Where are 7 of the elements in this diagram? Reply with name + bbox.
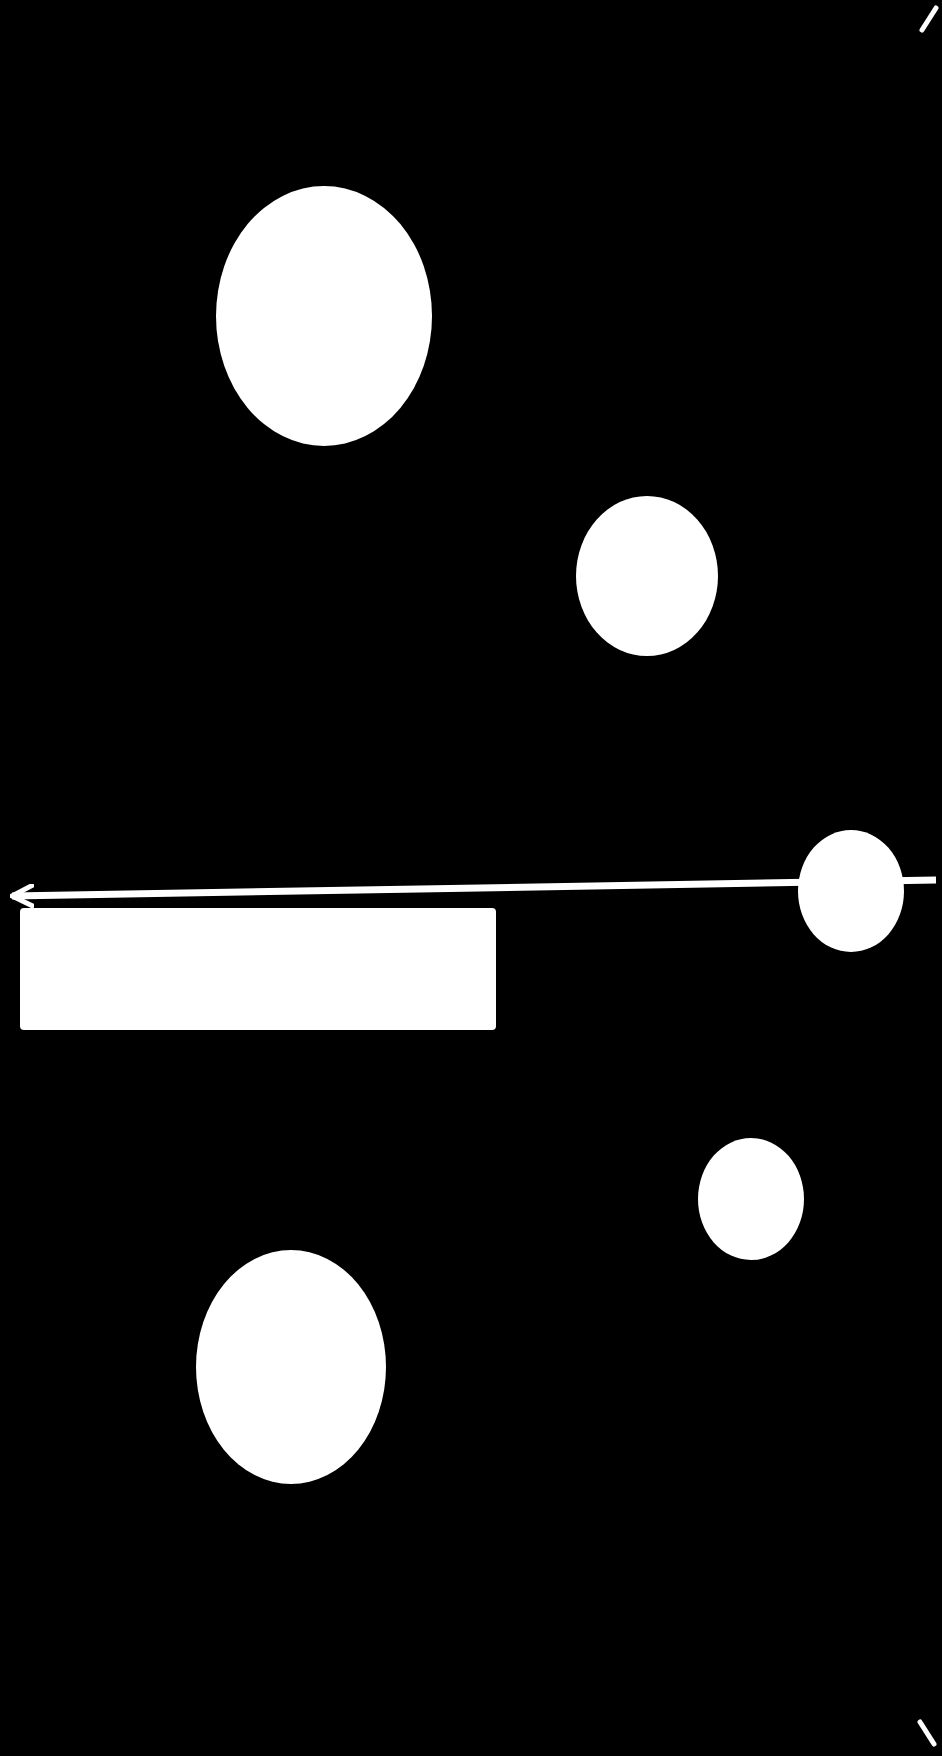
oval	[798, 830, 904, 952]
oval	[576, 496, 718, 656]
oval	[216, 186, 432, 446]
oval	[196, 1250, 386, 1484]
arrow	[9, 876, 937, 909]
rectangle	[20, 908, 496, 1030]
oval	[698, 1138, 804, 1260]
